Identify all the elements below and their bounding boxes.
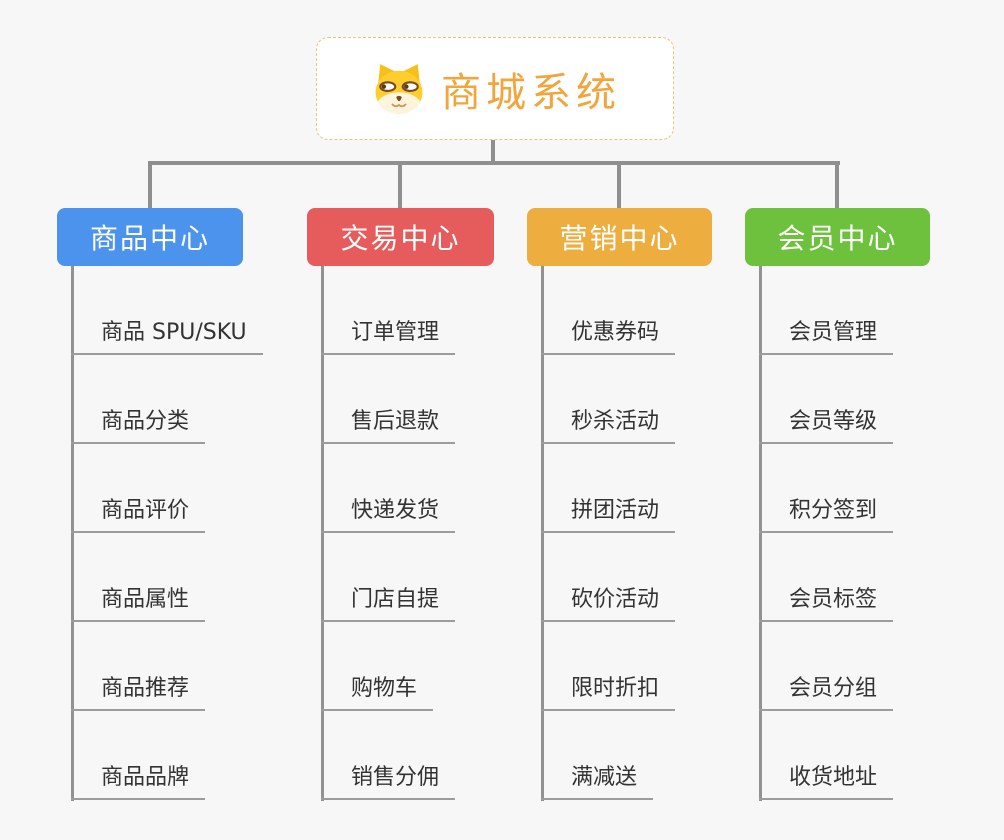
item-shipping-address[interactable]: 收货地址 bbox=[759, 755, 894, 800]
item-label: 积分签到 bbox=[789, 498, 878, 523]
item-product-category[interactable]: 商品分类 bbox=[71, 399, 206, 444]
branch-trade-center[interactable]: 交易中心 bbox=[307, 208, 494, 266]
connector-horizontal bbox=[148, 161, 840, 165]
item-label: 砍价活动 bbox=[571, 587, 660, 612]
item-member-tag[interactable]: 会员标签 bbox=[759, 577, 894, 622]
item-label: 秒杀活动 bbox=[571, 409, 660, 434]
branch-marketing-center[interactable]: 营销中心 bbox=[527, 208, 712, 266]
item-label: 满减送 bbox=[571, 765, 638, 790]
item-shopping-cart[interactable]: 购物车 bbox=[321, 666, 434, 711]
branch-label: 商品中心 bbox=[89, 222, 210, 255]
root-node[interactable]: 商城系统 bbox=[316, 37, 674, 140]
connector-stub-marketing bbox=[617, 161, 621, 208]
item-label: 商品推荐 bbox=[101, 676, 190, 701]
item-product-brand[interactable]: 商品品牌 bbox=[71, 755, 206, 800]
item-label: 门店自提 bbox=[351, 587, 440, 612]
item-label: 购物车 bbox=[351, 676, 418, 701]
connector-stub-product bbox=[148, 161, 152, 208]
item-label: 拼团活动 bbox=[571, 498, 660, 523]
item-product-spu-sku[interactable]: 商品 SPU/SKU bbox=[71, 310, 263, 355]
item-coupon-code[interactable]: 优惠券码 bbox=[541, 310, 676, 355]
branch-label: 交易中心 bbox=[340, 222, 461, 255]
item-label: 商品分类 bbox=[101, 409, 190, 434]
item-express-delivery[interactable]: 快递发货 bbox=[321, 488, 456, 533]
item-product-review[interactable]: 商品评价 bbox=[71, 488, 206, 533]
item-label: 商品品牌 bbox=[101, 765, 190, 790]
item-full-reduction[interactable]: 满减送 bbox=[541, 755, 654, 800]
item-label: 优惠券码 bbox=[571, 320, 660, 345]
item-member-management[interactable]: 会员管理 bbox=[759, 310, 894, 355]
item-points-checkin[interactable]: 积分签到 bbox=[759, 488, 894, 533]
connector-stub-member bbox=[835, 161, 839, 208]
item-product-attribute[interactable]: 商品属性 bbox=[71, 577, 206, 622]
root-title: 商城系统 bbox=[441, 69, 621, 116]
branch-label: 会员中心 bbox=[777, 222, 898, 255]
item-member-group[interactable]: 会员分组 bbox=[759, 666, 894, 711]
trunk-member bbox=[759, 266, 762, 801]
item-label: 会员管理 bbox=[789, 320, 878, 345]
branch-product-center[interactable]: 商品中心 bbox=[57, 208, 243, 266]
item-product-recommend[interactable]: 商品推荐 bbox=[71, 666, 206, 711]
item-label: 限时折扣 bbox=[571, 676, 660, 701]
item-bargain-activity[interactable]: 砍价活动 bbox=[541, 577, 676, 622]
branch-label: 营销中心 bbox=[559, 222, 680, 255]
item-label: 售后退款 bbox=[351, 409, 440, 434]
item-sales-commission[interactable]: 销售分佣 bbox=[321, 755, 456, 800]
item-label: 收货地址 bbox=[789, 765, 878, 790]
item-store-pickup[interactable]: 门店自提 bbox=[321, 577, 456, 622]
item-label: 订单管理 bbox=[351, 320, 440, 345]
item-time-limited-discount[interactable]: 限时折扣 bbox=[541, 666, 676, 711]
item-after-sale-refund[interactable]: 售后退款 bbox=[321, 399, 456, 444]
item-label: 商品 SPU/SKU bbox=[101, 320, 247, 345]
item-label: 会员分组 bbox=[789, 676, 878, 701]
item-label: 商品评价 bbox=[101, 498, 190, 523]
item-label: 快递发货 bbox=[351, 498, 440, 523]
trunk-product bbox=[71, 266, 74, 801]
item-member-level[interactable]: 会员等级 bbox=[759, 399, 894, 444]
connector-root-drop bbox=[491, 140, 495, 163]
item-label: 会员标签 bbox=[789, 587, 878, 612]
trunk-trade bbox=[321, 266, 324, 801]
item-order-management[interactable]: 订单管理 bbox=[321, 310, 456, 355]
item-label: 商品属性 bbox=[101, 587, 190, 612]
shiba-dog-face-icon bbox=[375, 64, 423, 114]
item-flash-sale[interactable]: 秒杀活动 bbox=[541, 399, 676, 444]
connector-stub-trade bbox=[398, 161, 402, 208]
item-label: 会员等级 bbox=[789, 409, 878, 434]
item-label: 销售分佣 bbox=[351, 765, 440, 790]
trunk-marketing bbox=[541, 266, 544, 801]
branch-member-center[interactable]: 会员中心 bbox=[745, 208, 930, 266]
item-group-buy[interactable]: 拼团活动 bbox=[541, 488, 676, 533]
